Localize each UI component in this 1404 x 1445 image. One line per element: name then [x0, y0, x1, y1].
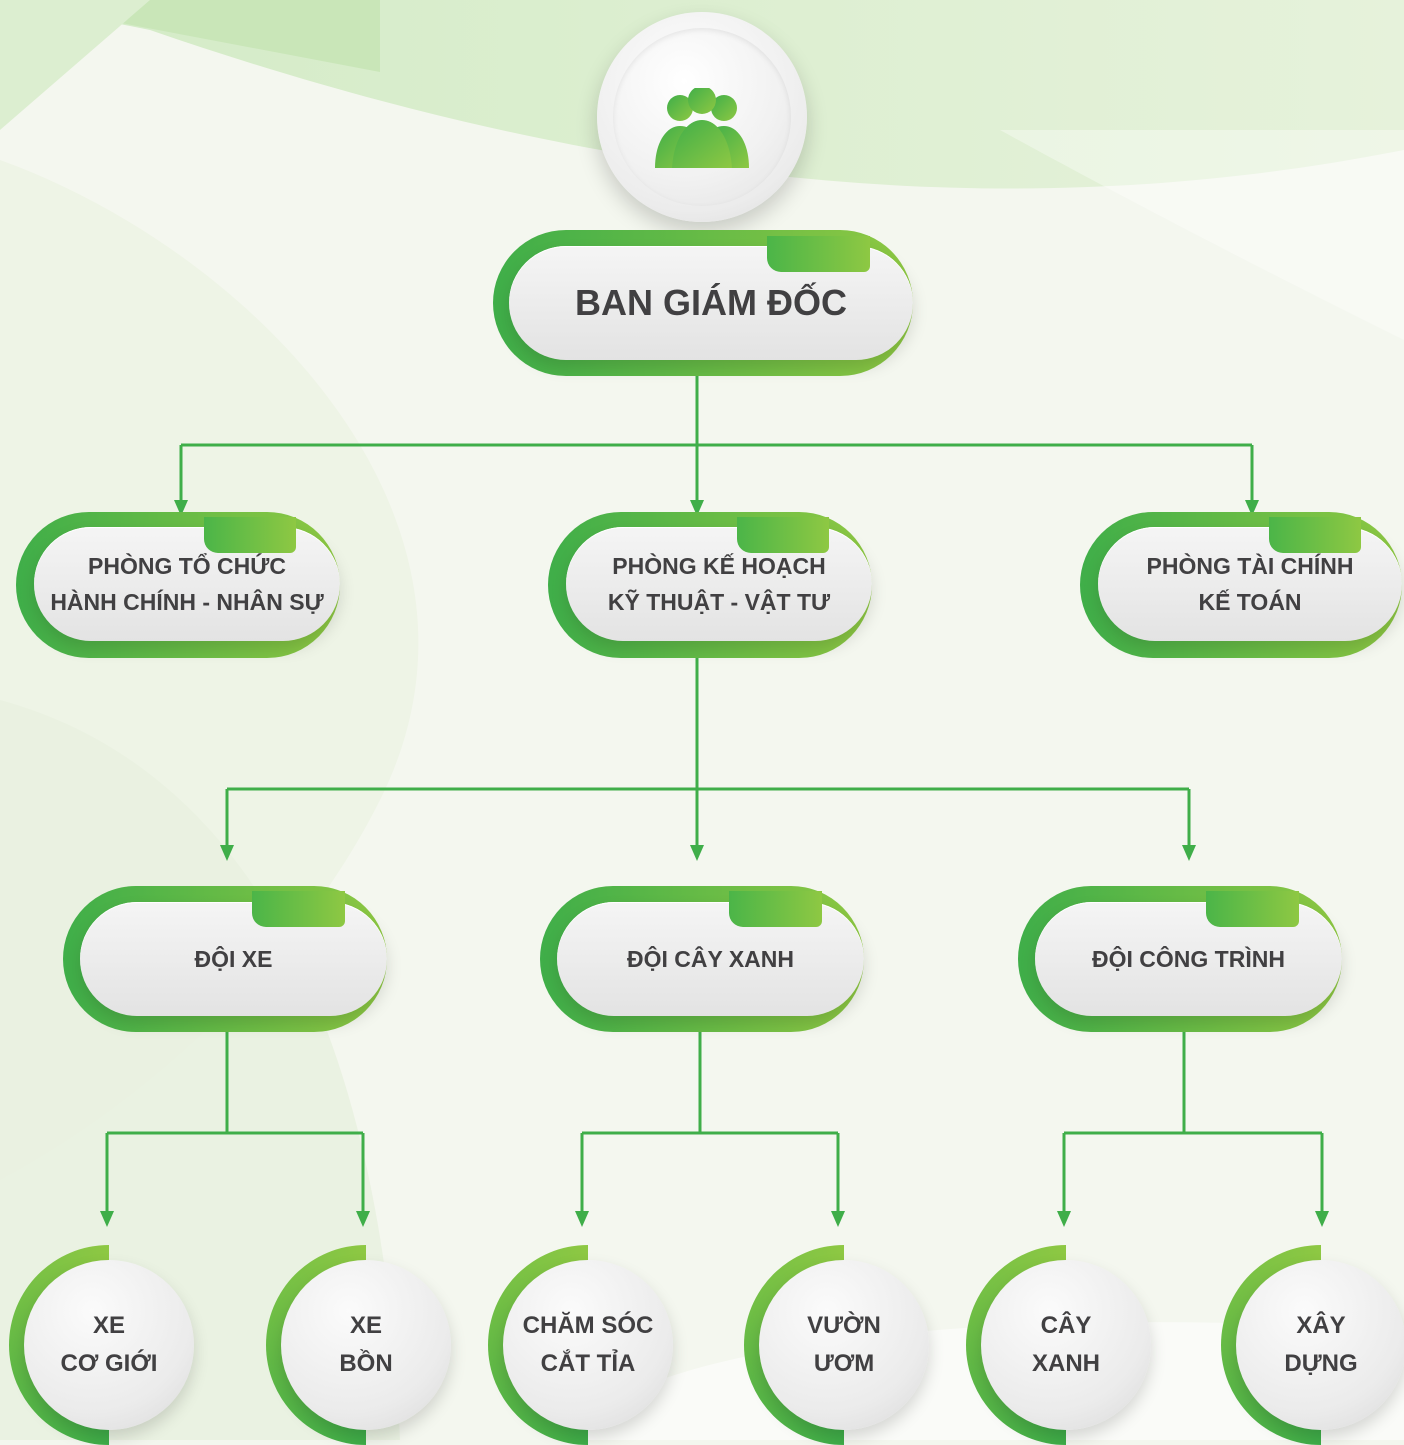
- dept-0-line-1: HÀNH CHÍNH - NHÂN SỰ: [50, 589, 324, 615]
- unit-4-line-0: CÂY: [1040, 1312, 1092, 1339]
- arrow-dept-0: [174, 500, 188, 516]
- unit-5-line-1: DỰNG: [1284, 1350, 1358, 1377]
- arrow-team-2: [1182, 845, 1196, 861]
- unit-2-line-0: CHĂM SÓC: [522, 1312, 654, 1339]
- arrow-unit-0: [100, 1211, 114, 1227]
- dept-node-1: PHÒNG KẾ HOẠCH KỸ THUẬT - VẬT TƯ: [566, 527, 872, 641]
- dept-0-line-0: PHÒNG TỔ CHỨC: [88, 553, 286, 579]
- dept-tab-1: [737, 517, 829, 553]
- unit-0-line-0: XE: [92, 1312, 125, 1339]
- dept-tab-0: [204, 517, 296, 553]
- team-2-label: ĐỘI CÔNG TRÌNH: [1092, 946, 1285, 972]
- unit-3-line-1: ƯƠM: [813, 1350, 875, 1377]
- dept-1-line-1: KỸ THUẬT - VẬT TƯ: [607, 589, 831, 615]
- connector-team-cayxanh: [580, 1015, 840, 1213]
- unit-node-0: XE CƠ GIỚI: [24, 1260, 194, 1430]
- unit-0-line-1: CƠ GIỚI: [60, 1350, 158, 1377]
- connector-planning: [225, 645, 1191, 848]
- root-node: BAN GIÁM ĐỐC: [509, 246, 913, 360]
- unit-node-5: XÂY DỰNG: [1236, 1260, 1404, 1430]
- dept-2-line-0: PHÒNG TÀI CHÍNH: [1146, 553, 1354, 579]
- arrow-unit-2: [575, 1211, 589, 1227]
- arrow-dept-1: [690, 500, 704, 516]
- team-avatar: [597, 12, 807, 222]
- root-tab: [767, 236, 870, 272]
- connector-root: [179, 362, 1254, 503]
- team-avatar-inner: [613, 28, 791, 206]
- unit-5-line-0: XÂY: [1296, 1312, 1346, 1339]
- connector-team-xe: [105, 1015, 365, 1213]
- arrow-unit-1: [356, 1211, 370, 1227]
- unit-node-2: CHĂM SÓC CẮT TỈA: [503, 1260, 673, 1430]
- team-0-label: ĐỘI XE: [194, 946, 273, 972]
- arrow-team-1: [690, 845, 704, 861]
- unit-node-3: VƯỜN ƯƠM: [759, 1260, 929, 1430]
- team-tab-1: [729, 891, 822, 927]
- people-group-icon: [655, 88, 749, 168]
- arrow-unit-5: [1315, 1211, 1329, 1227]
- unit-node-4: CÂY XANH: [981, 1260, 1151, 1430]
- team-tab-0: [252, 891, 345, 927]
- unit-node-1: XE BỒN: [281, 1260, 451, 1430]
- dept-tab-2: [1269, 517, 1361, 553]
- unit-3-line-0: VƯỜN: [807, 1312, 881, 1339]
- connector-team-congtrinh: [1062, 1005, 1324, 1213]
- arrow-dept-2: [1245, 500, 1259, 516]
- team-tab-2: [1206, 891, 1299, 927]
- unit-4-line-1: XANH: [1031, 1350, 1100, 1377]
- unit-2-line-1: CẮT TỈA: [540, 1350, 636, 1377]
- arrow-team-0: [220, 845, 234, 861]
- dept-1-line-0: PHÒNG KẾ HOẠCH: [612, 553, 826, 579]
- arrow-unit-4: [1057, 1211, 1071, 1227]
- team-1-label: ĐỘI CÂY XANH: [627, 946, 794, 972]
- dept-2-line-1: KẾ TOÁN: [1198, 589, 1302, 615]
- unit-1-line-0: XE: [349, 1312, 382, 1339]
- unit-1-line-1: BỒN: [339, 1350, 393, 1377]
- arrow-unit-3: [831, 1211, 845, 1227]
- root-label: BAN GIÁM ĐỐC: [575, 282, 847, 323]
